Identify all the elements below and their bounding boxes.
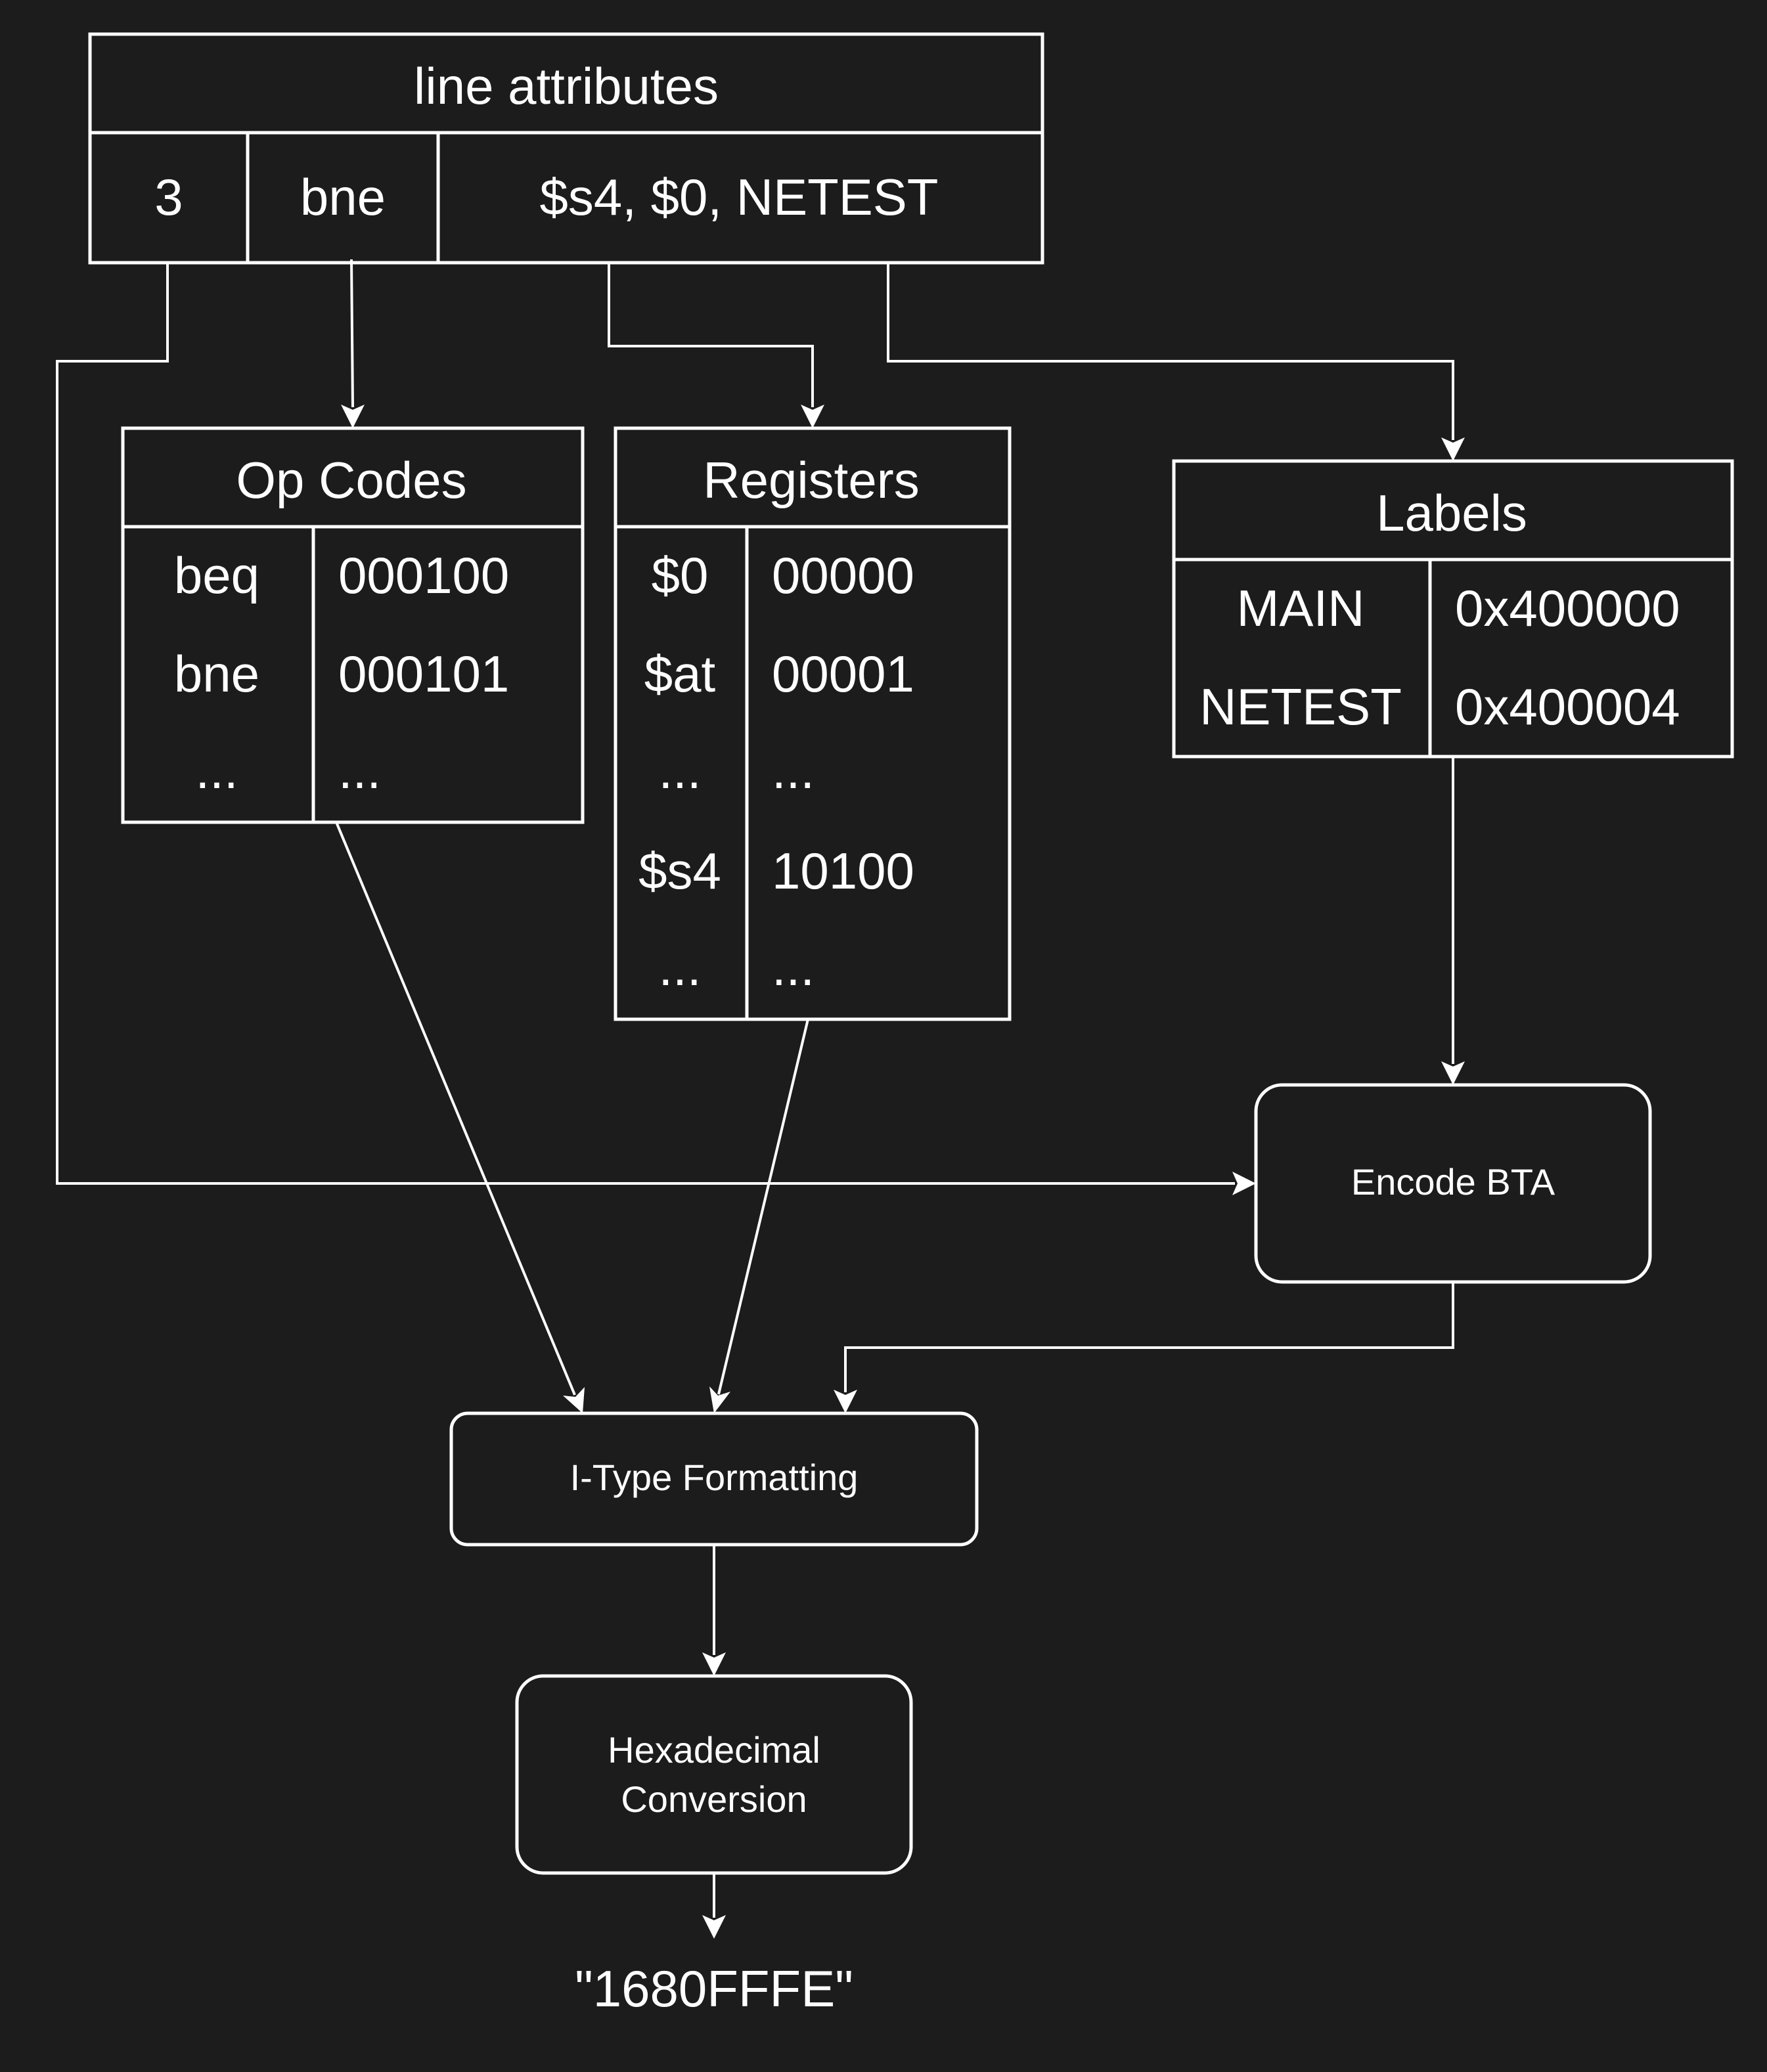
register-key: $at — [644, 645, 716, 703]
connector-registers-to-itype — [717, 1019, 809, 1395]
line-attributes-table: line attributes 3 bne $s4, $0, NETEST — [88, 32, 1044, 265]
register-value: ... — [772, 938, 815, 996]
register-value: 10100 — [772, 842, 914, 900]
encode-bta-label: Encode BTA — [1351, 1161, 1555, 1202]
itype-formatting-label: I-Type Formatting — [570, 1457, 859, 1498]
register-key: $0 — [652, 546, 709, 604]
register-value: ... — [772, 741, 815, 799]
line-attributes-title: line attributes — [414, 57, 719, 115]
connector-line-number-to-encode-bta — [56, 263, 1235, 1185]
register-value: 00000 — [772, 546, 914, 604]
arrowhead-registers — [801, 405, 824, 428]
op-code-key: beq — [174, 546, 259, 604]
op-code-key: bne — [174, 645, 259, 703]
label-key: NETEST — [1199, 678, 1402, 736]
connector-mnemonic-to-op-codes — [350, 259, 354, 408]
arrowhead-itype-from-registers — [709, 1386, 730, 1413]
register-value: 00001 — [772, 645, 914, 703]
connector-op-codes-to-itype — [335, 822, 576, 1396]
label-value: 0x400004 — [1455, 678, 1680, 736]
arrowhead-encode-bta-left — [1232, 1172, 1256, 1195]
line-number-field: 3 — [154, 168, 183, 226]
registers-table: Registers $0 00000 $at 00001 ... ... $s4… — [614, 426, 1012, 1021]
arrowhead-hex-conversion — [702, 1652, 726, 1676]
arrowhead-labels — [1441, 437, 1465, 461]
arrowhead-itype-from-encode-bta — [834, 1390, 857, 1413]
connector-encode-bta-to-itype — [844, 1282, 1454, 1392]
hex-conversion-label-line1: Hexadecimal — [608, 1729, 820, 1771]
op-code-value: 000100 — [338, 546, 509, 604]
operands-field: $s4, $0, NETEST — [540, 168, 939, 226]
connectors — [56, 259, 1465, 1939]
line-attributes-frame — [88, 32, 1044, 265]
op-codes-table: Op Codes beq 000100 bne 000101 ... ... — [121, 426, 585, 824]
labels-table: Labels MAIN 0x400000 NETEST 0x400004 — [1172, 459, 1734, 759]
output-hex-string: "1680FFFE" — [575, 1960, 853, 2017]
op-code-value: 000101 — [338, 645, 509, 703]
connector-operands-to-registers — [608, 263, 814, 407]
op-code-key: ... — [195, 741, 238, 799]
arrowhead-itype-from-op-codes — [563, 1387, 585, 1413]
mnemonic-field: bne — [300, 168, 386, 226]
labels-title: Labels — [1376, 484, 1527, 542]
hex-conversion-label-line2: Conversion — [621, 1778, 807, 1820]
register-key: ... — [658, 938, 701, 996]
arrowhead-output — [702, 1915, 726, 1939]
register-key: ... — [658, 741, 701, 799]
arrowhead-encode-bta-top — [1441, 1061, 1465, 1085]
connector-operands-to-labels — [887, 263, 1454, 440]
label-key: MAIN — [1237, 579, 1365, 637]
hex-conversion-node: Hexadecimal Conversion — [515, 1674, 913, 1875]
label-value: 0x400000 — [1455, 579, 1680, 637]
registers-title: Registers — [703, 451, 919, 509]
op-code-value: ... — [338, 741, 381, 799]
register-key: $s4 — [638, 842, 721, 900]
op-codes-title: Op Codes — [236, 451, 466, 509]
arrowhead-op-codes — [341, 405, 365, 428]
